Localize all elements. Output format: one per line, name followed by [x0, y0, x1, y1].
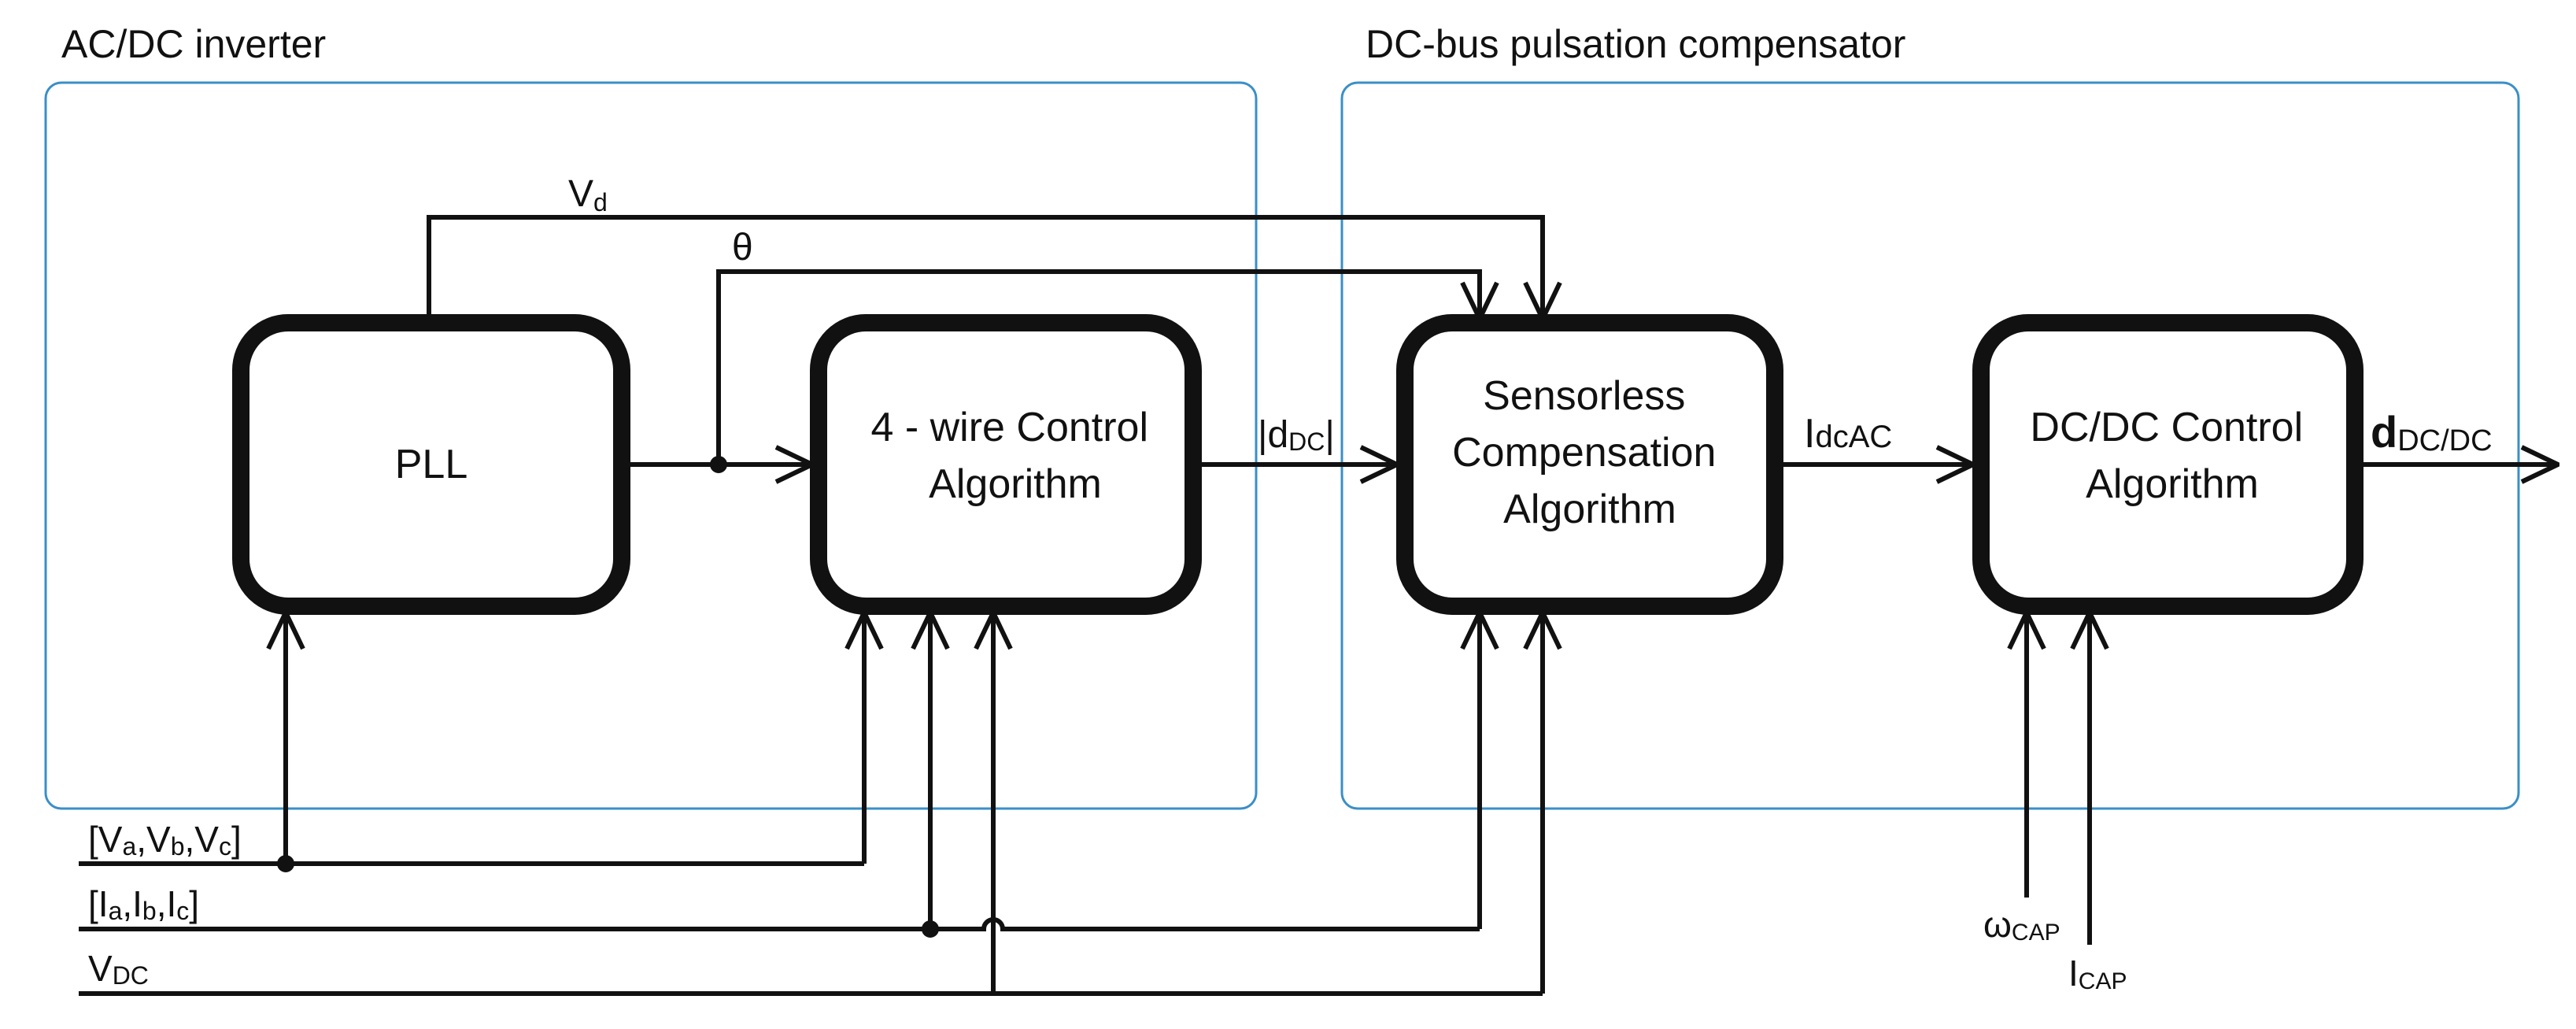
vd-wire [427, 215, 1543, 319]
svg-text:4 - wire Control Algorit: 4 - wire Control Algorithm [870, 405, 1159, 507]
ddcdc-label: dDC/DC [2371, 407, 2493, 457]
control-4wire-label-line1: 4 - wire Control [870, 405, 1148, 450]
theta-junction [710, 456, 727, 473]
theta-wire [716, 269, 1480, 465]
iabc-label: [Ia,Ib,Ic] [88, 883, 199, 925]
svg-text:Sensorless Compensation: Sensorless Compensation Algorithm [1452, 373, 1728, 532]
ddc-label: |dDC| [1258, 414, 1335, 456]
inverter-region-title: AC/DC inverter [61, 22, 326, 66]
vabc-junction [277, 855, 294, 872]
wcap-label: ωCAP [1983, 904, 2060, 946]
sensorless-block: Sensorless Compensation Algorithm [1396, 314, 1783, 615]
icap-label: ICAP [2068, 953, 2127, 994]
iabc-bus [79, 917, 1480, 931]
vdc-label: VDC [88, 948, 149, 990]
sensorless-label-line2: Compensation [1452, 430, 1716, 476]
theta-label: θ [732, 227, 753, 268]
dcdc-label-line2: Algorithm [2086, 461, 2259, 507]
compensator-region [1340, 81, 2520, 810]
sensorless-label-line1: Sensorless [1483, 373, 1685, 419]
inverter-region [44, 81, 1258, 810]
idcac-label: IdcAC [1804, 411, 1892, 457]
dcdc-control-block: DC/DC Control Algorithm [1972, 314, 2363, 615]
sensorless-label-line3: Algorithm [1503, 487, 1676, 532]
vd-label: Vd [568, 173, 608, 217]
compensator-region-title: DC-bus pulsation compensator [1366, 22, 1905, 66]
control-4wire-label-line2: Algorithm [929, 461, 1102, 507]
dcdc-label-line1: DC/DC Control [2030, 405, 2303, 450]
vabc-label: [Va,Vb,Vc] [88, 819, 242, 861]
control-4wire-block: 4 - wire Control Algorithm [810, 314, 1202, 615]
iabc-junction [922, 920, 939, 938]
svg-text:DC/DC Control Algorithm: DC/DC Control Algorithm [2030, 405, 2314, 507]
pll-label: PLL [395, 442, 468, 487]
pll-block: PLL [232, 314, 630, 615]
